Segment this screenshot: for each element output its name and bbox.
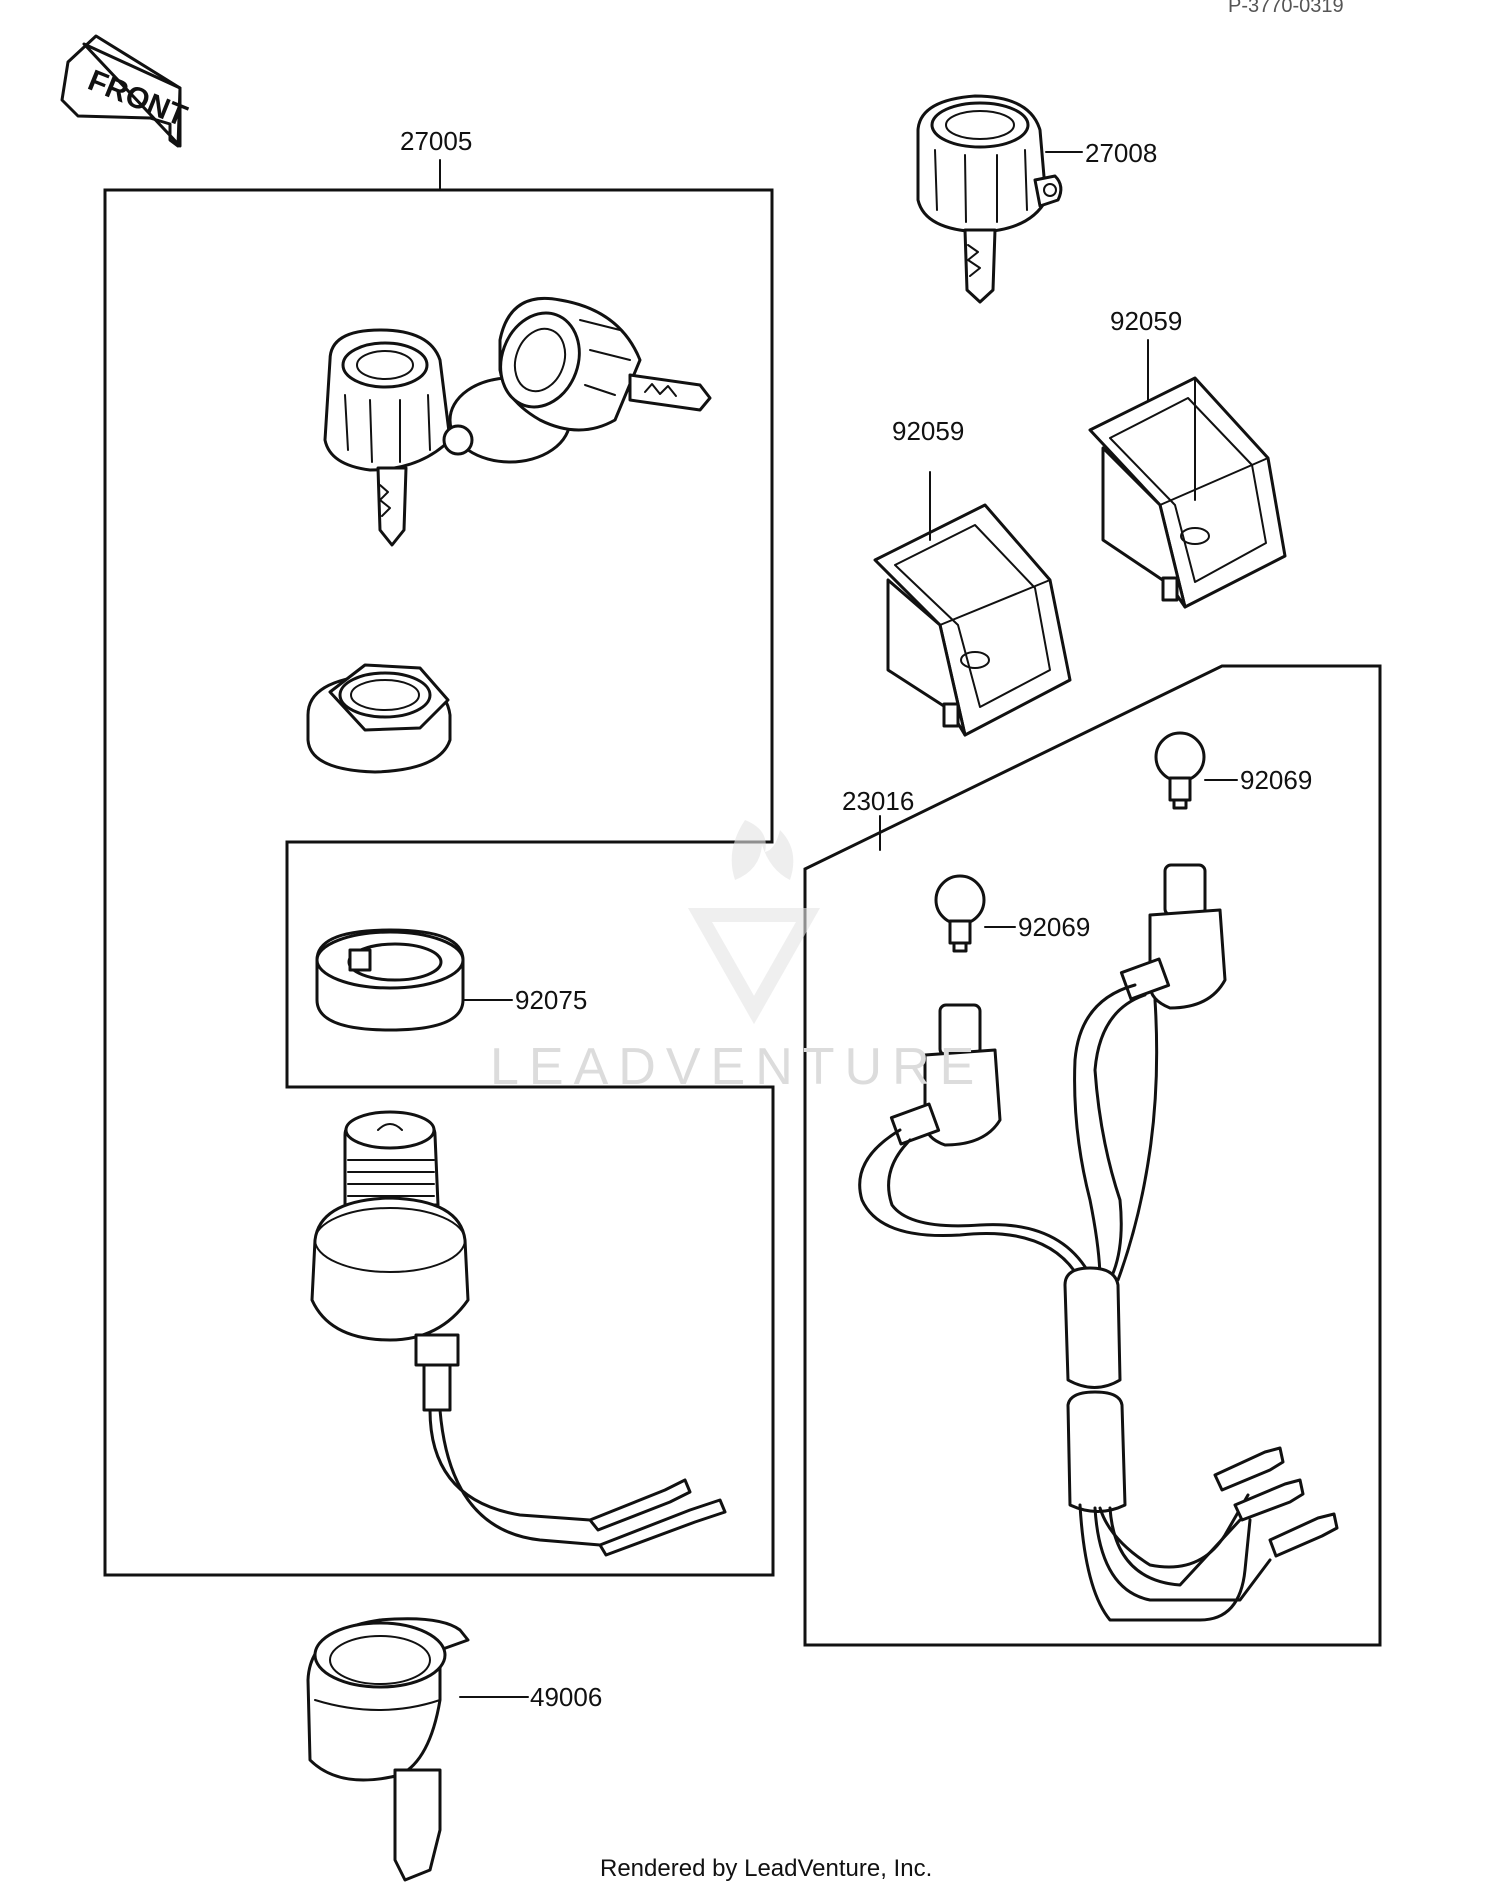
switch-cap-icon <box>306 1617 470 1882</box>
part-49006-label: 49006 <box>530 1682 602 1712</box>
spare-key-icon <box>916 94 1063 304</box>
part-92059-right-label: 92059 <box>1110 306 1182 336</box>
part-27005-label: 27005 <box>400 126 472 156</box>
wiring-harness-icon <box>858 863 1339 1622</box>
key-pair-icon <box>323 296 712 547</box>
washer-ring-icon <box>315 928 465 1032</box>
part-92059-left-label: 92059 <box>892 416 964 446</box>
indicator-cover-right-icon <box>1088 376 1287 609</box>
front-arrow-icon: FRONT <box>60 34 192 148</box>
ignition-switch-icon <box>310 1110 727 1557</box>
kit-27005-outline <box>103 188 775 1577</box>
bulb-lower-icon <box>934 874 986 953</box>
reference-code: P-3770-0319 <box>1228 0 1344 17</box>
kit-23016-outline <box>803 664 1382 1647</box>
part-92069-lower-label: 92069 <box>1018 912 1090 942</box>
indicator-cover-left-icon <box>873 503 1072 737</box>
part-92069-upper-label: 92069 <box>1240 765 1312 795</box>
lock-nut-icon <box>306 663 452 774</box>
bulb-upper-icon <box>1154 731 1206 810</box>
leadventure-watermark-icon <box>687 820 821 1025</box>
part-92075-label: 92075 <box>515 985 587 1015</box>
rendered-by-footer: Rendered by LeadVenture, Inc. <box>600 1855 932 1882</box>
part-23016-label: 23016 <box>842 786 914 816</box>
part-27008-label: 27008 <box>1085 138 1157 168</box>
watermark-text: LEADVENTURE <box>490 1038 984 1096</box>
